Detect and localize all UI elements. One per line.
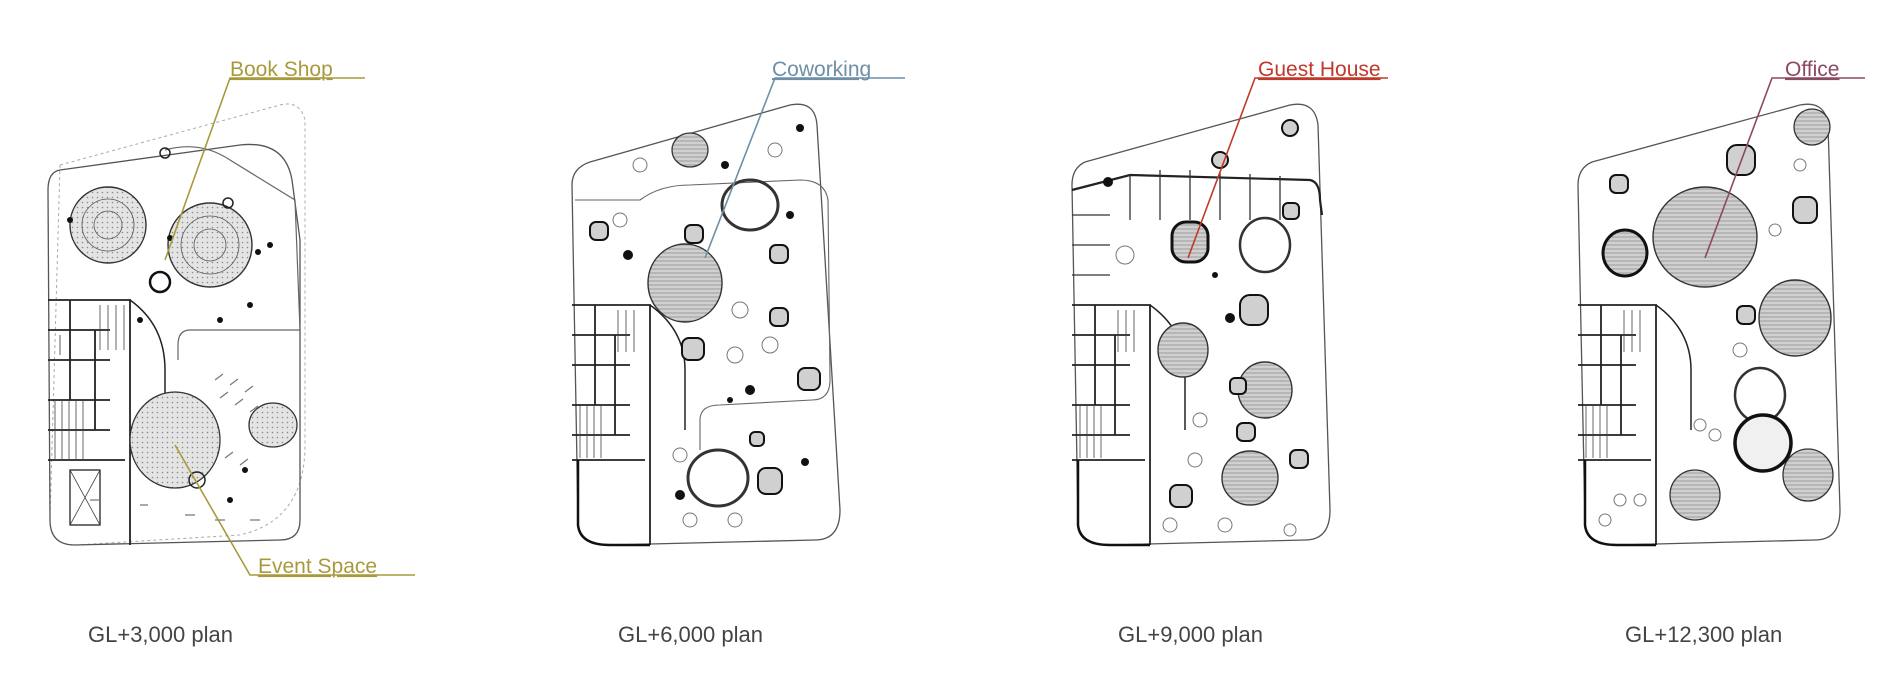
plan-3-ring bbox=[1238, 216, 1292, 274]
plan-gl-6000 bbox=[571, 103, 841, 547]
plan-4-heavy-ring-west bbox=[1601, 228, 1649, 278]
plan-4-outline bbox=[1577, 103, 1841, 546]
plan-1-core-arc bbox=[129, 299, 166, 430]
plan-gl-9000 bbox=[1071, 103, 1331, 547]
plan-1-event-space bbox=[129, 391, 221, 489]
plan-3-pod-a bbox=[1157, 322, 1209, 378]
plan-4-office-pod bbox=[1652, 186, 1758, 288]
leader-event-space bbox=[174, 444, 415, 576]
caption-gl-12300: GL+12,300 plan bbox=[1625, 622, 1783, 647]
plan-gl-12300 bbox=[1577, 103, 1841, 547]
leader-office bbox=[1704, 77, 1865, 259]
plan-4-pod-east bbox=[1758, 279, 1832, 357]
label-guest-house: Guest House bbox=[1258, 58, 1381, 81]
caption-gl-3000: GL+3,000 plan bbox=[88, 622, 233, 647]
plan-1-book-shop-spiral-b bbox=[167, 202, 253, 288]
label-office: Office bbox=[1785, 58, 1839, 81]
plan-3-guest-rooms bbox=[1072, 170, 1281, 276]
plan-2-ring-lower bbox=[686, 448, 750, 508]
leader-guest-house bbox=[1187, 77, 1388, 259]
plan-1-lift bbox=[69, 469, 101, 526]
plan-2-coworking-pod bbox=[647, 243, 723, 323]
plan-4-pod-southeast bbox=[1782, 448, 1834, 502]
plan-3-guest-room-highlight bbox=[1170, 220, 1210, 264]
caption-gl-6000: GL+6,000 plan bbox=[618, 622, 763, 647]
plan-2-core-walls bbox=[572, 304, 651, 545]
label-coworking: Coworking bbox=[772, 58, 871, 81]
plan-4-heavy-ring bbox=[1733, 413, 1793, 473]
caption-gl-9000: GL+9,000 plan bbox=[1118, 622, 1263, 647]
plan-2-outline bbox=[571, 103, 841, 546]
leader-lines bbox=[164, 77, 1865, 576]
plan-2-pod-top bbox=[671, 132, 709, 168]
label-book-shop: Book Shop bbox=[230, 58, 333, 81]
plan-2-ring bbox=[720, 178, 780, 232]
leader-coworking bbox=[704, 77, 905, 259]
plan-1-book-shop-spiral-a bbox=[69, 186, 147, 264]
plan-1-roof-outline bbox=[49, 103, 306, 546]
plan-1-ramp bbox=[164, 146, 301, 360]
plan-3-room-band bbox=[1071, 173, 1324, 216]
plan-4-pod-top bbox=[1793, 108, 1831, 146]
plan-4-pod-south bbox=[1669, 469, 1721, 521]
plan-2-slab-edge bbox=[575, 179, 831, 450]
plan-1-stairs bbox=[54, 305, 125, 460]
plan-1-pod bbox=[248, 402, 298, 448]
plan-3-pod-c bbox=[1221, 450, 1279, 506]
plan-3-outline bbox=[1071, 103, 1331, 546]
label-event-space: Event Space bbox=[258, 555, 377, 578]
leader-book-shop bbox=[164, 77, 365, 261]
plan-gl-3000 bbox=[47, 103, 306, 546]
plan-3-core-walls bbox=[1072, 304, 1151, 545]
plan-1-outline bbox=[47, 143, 301, 546]
plan-4-core-walls bbox=[1578, 304, 1657, 545]
